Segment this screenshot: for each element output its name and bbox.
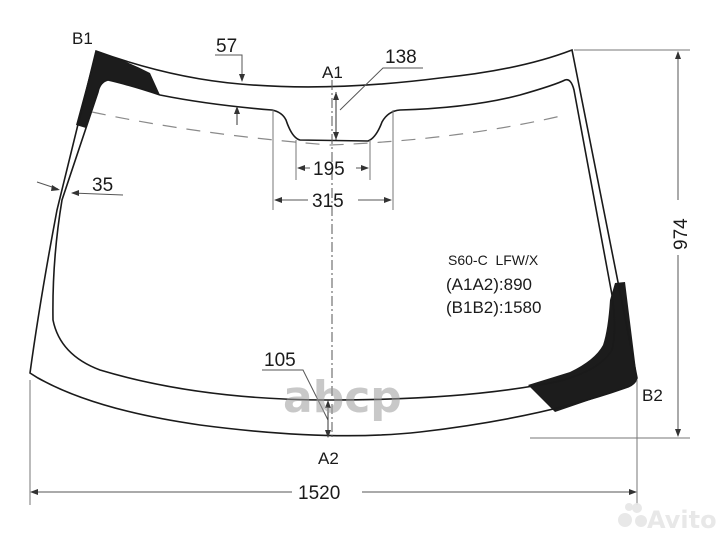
dim-bottom-band: 105 (264, 350, 296, 371)
dim-inner-notch: 195 (313, 159, 345, 180)
point-b2-label: B2 (642, 386, 663, 405)
arrow-head (629, 489, 637, 495)
arrow-head (333, 132, 339, 140)
arrow-head (361, 165, 369, 171)
dim-outer-notch: 315 (312, 191, 344, 212)
windshield-inner-edge (52, 78, 616, 401)
arrow-head (325, 430, 331, 438)
point-b1-label: B1 (72, 29, 93, 48)
arrow-head (325, 400, 331, 408)
arrow-head (71, 190, 79, 196)
model-code: S60-C LFW/X (448, 252, 539, 268)
leader-35 (71, 192, 124, 196)
arrow-head (30, 489, 38, 495)
dim-sensor-depth: 138 (385, 47, 417, 68)
avito-logo-dot (625, 503, 633, 511)
dim-side-band: 35 (92, 175, 113, 196)
arrow-head (333, 92, 339, 100)
measurement-a1a2: (A1A2):890 (446, 275, 532, 294)
avito-text: Avito (647, 506, 717, 534)
leader-57 (215, 54, 243, 80)
measurement-b1b2: (B1B2):1580 (446, 298, 541, 317)
frit-band-bottom-right (528, 282, 637, 412)
dashed-visibility-line (91, 111, 566, 146)
arrow-head (274, 197, 282, 203)
frit-band-top-left (76, 51, 160, 128)
dim-top-band: 57 (216, 36, 237, 57)
avito-watermark: Avito (618, 503, 717, 534)
point-a2-label: A2 (318, 449, 339, 468)
avito-logo-dot (635, 515, 647, 527)
dim-width: 1520 (298, 483, 340, 504)
avito-logo-dot (632, 503, 642, 513)
windshield-outer-edge (29, 48, 638, 437)
arrow-head (239, 74, 245, 82)
arrow-head (675, 429, 681, 437)
leader-105 (262, 369, 329, 421)
arrow-head (675, 51, 681, 59)
arrow-head (234, 106, 240, 114)
arrow-head (51, 185, 60, 191)
dim-height: 974 (671, 218, 692, 250)
arrow-head (384, 197, 392, 203)
leader-138 (339, 67, 423, 111)
point-a1-label: A1 (322, 63, 343, 82)
avito-logo-icon (618, 513, 632, 527)
arrow-head (297, 165, 305, 171)
abcp-watermark: abcp (283, 372, 402, 423)
